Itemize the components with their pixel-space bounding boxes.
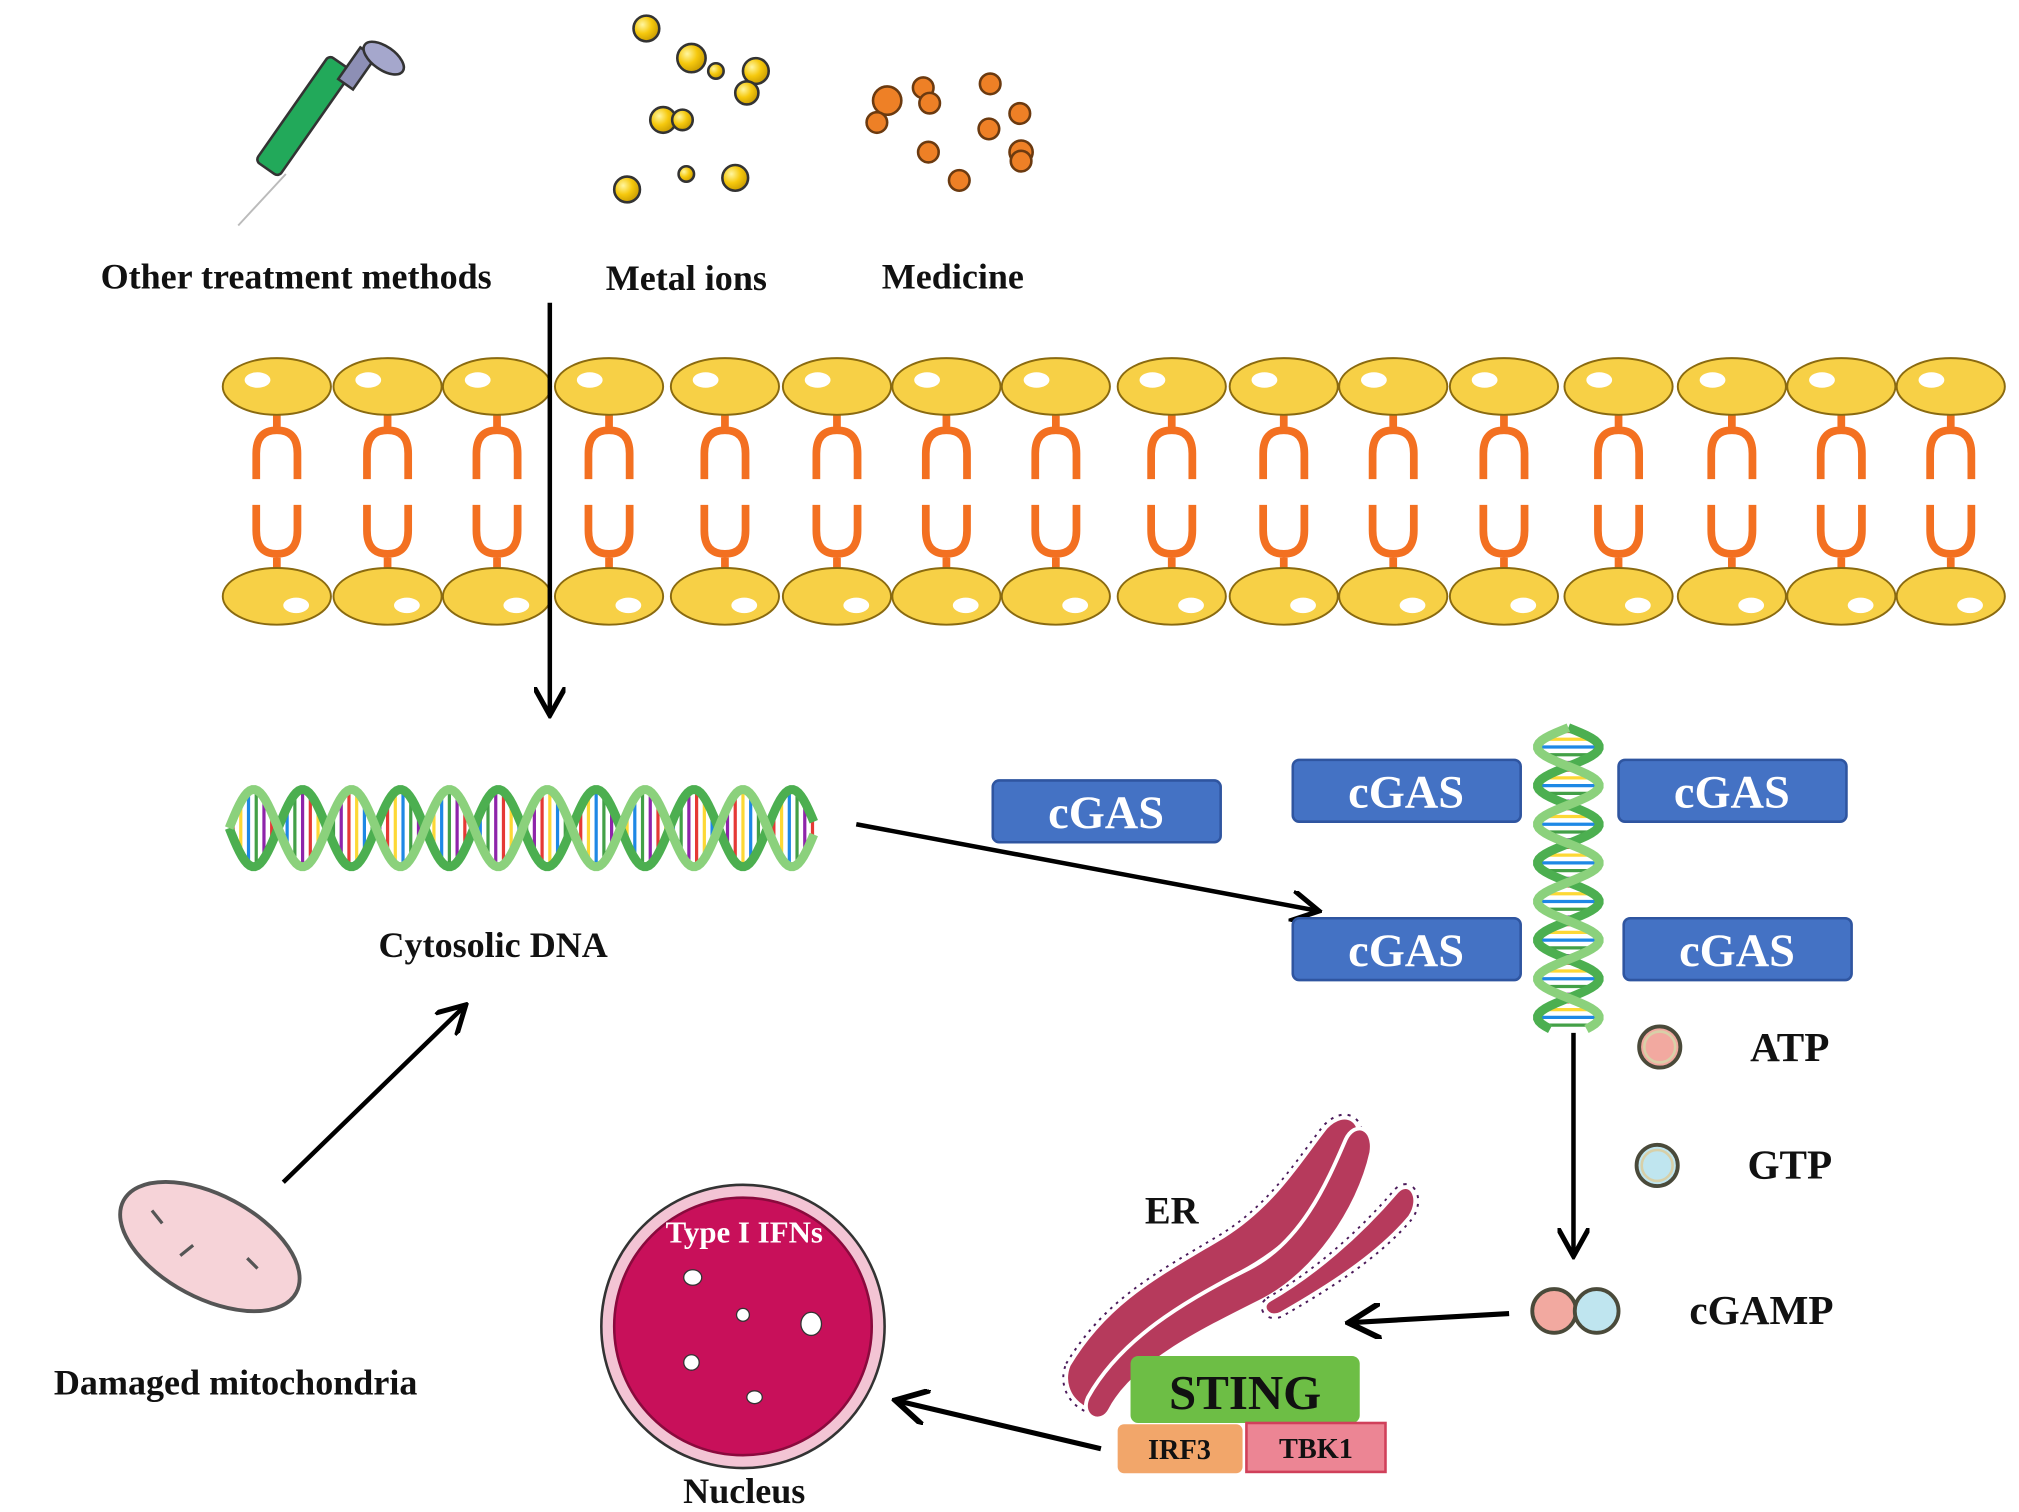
mitochondria-icon: [118, 1180, 302, 1314]
dna-helix-vertical-icon: [1533, 723, 1604, 1033]
lipid: [1000, 357, 1111, 626]
sting-box: STING: [1130, 1356, 1360, 1423]
label-medicine: Medicine: [882, 257, 1024, 297]
lipid: [1448, 357, 1559, 626]
lipid: [332, 357, 443, 626]
label-cytosolic-dna: Cytosolic DNA: [379, 925, 608, 965]
lipid: [781, 357, 893, 626]
label-er: ER: [1145, 1190, 1200, 1232]
cgas-bound-1: cGAS: [1291, 758, 1522, 823]
medicine-icon: [865, 72, 1034, 193]
cgas-free: cGAS: [991, 779, 1222, 844]
lipid: [1786, 357, 1897, 626]
svg-text:TBK1: TBK1: [1279, 1434, 1353, 1465]
label-metal-ions: Metal ions: [606, 258, 767, 298]
label-damaged-mitochondria: Damaged mitochondria: [54, 1363, 417, 1403]
lipid: [1228, 357, 1339, 626]
svg-text:cGAS: cGAS: [1348, 768, 1464, 819]
lipid: [1895, 357, 2006, 626]
lipid: [1338, 357, 1449, 626]
dna-helix-icon: [225, 785, 818, 872]
gtp-molecule-icon: [1634, 1142, 1680, 1188]
lipid: [441, 357, 553, 626]
lipid: [221, 357, 332, 626]
svg-text:cGAS: cGAS: [1679, 926, 1795, 977]
label-cgamp: cGAMP: [1689, 1287, 1833, 1333]
label-type-i-ifns: Type I IFNs: [666, 1215, 823, 1250]
lipid: [1563, 357, 1674, 626]
cgamp-molecule-icon: [1530, 1287, 1621, 1335]
atp-molecule-icon: [1637, 1024, 1683, 1070]
lipid: [1116, 357, 1227, 626]
arrow-to-nucleus: [899, 1401, 1102, 1452]
label-nucleus: Nucleus: [683, 1471, 805, 1511]
svg-text:STING: STING: [1169, 1365, 1321, 1420]
svg-text:cGAS: cGAS: [1048, 788, 1164, 839]
cgas-bound-2: cGAS: [1617, 758, 1848, 823]
nucleus-icon: [600, 1183, 886, 1470]
lipid: [891, 357, 1002, 626]
arrow-mito-to-dna: [281, 1007, 463, 1184]
arrow-cgamp-to-sting: [1352, 1314, 1510, 1323]
svg-text:cGAS: cGAS: [1674, 768, 1790, 819]
label-gtp: GTP: [1747, 1141, 1832, 1187]
irf3-box: IRF3: [1117, 1424, 1243, 1474]
label-other-treatment: Other treatment methods: [101, 257, 492, 297]
svg-text:cGAS: cGAS: [1348, 926, 1464, 977]
tbk1-box: TBK1: [1245, 1421, 1387, 1474]
cgas-bound-3: cGAS: [1291, 916, 1522, 982]
lipid: [554, 357, 665, 626]
lipid: [669, 357, 780, 626]
endoplasmic-reticulum-icon: [1062, 1113, 1420, 1421]
svg-text:IRF3: IRF3: [1148, 1435, 1211, 1466]
lipid: [1676, 357, 1787, 626]
cgas-bound-4: cGAS: [1622, 916, 1853, 982]
label-atp: ATP: [1750, 1024, 1829, 1070]
arrow-dna-to-cgas: [855, 822, 1316, 910]
cell-membrane: [221, 357, 2006, 626]
syringe-icon: [237, 40, 406, 227]
metal-ions-icon: [612, 14, 771, 204]
